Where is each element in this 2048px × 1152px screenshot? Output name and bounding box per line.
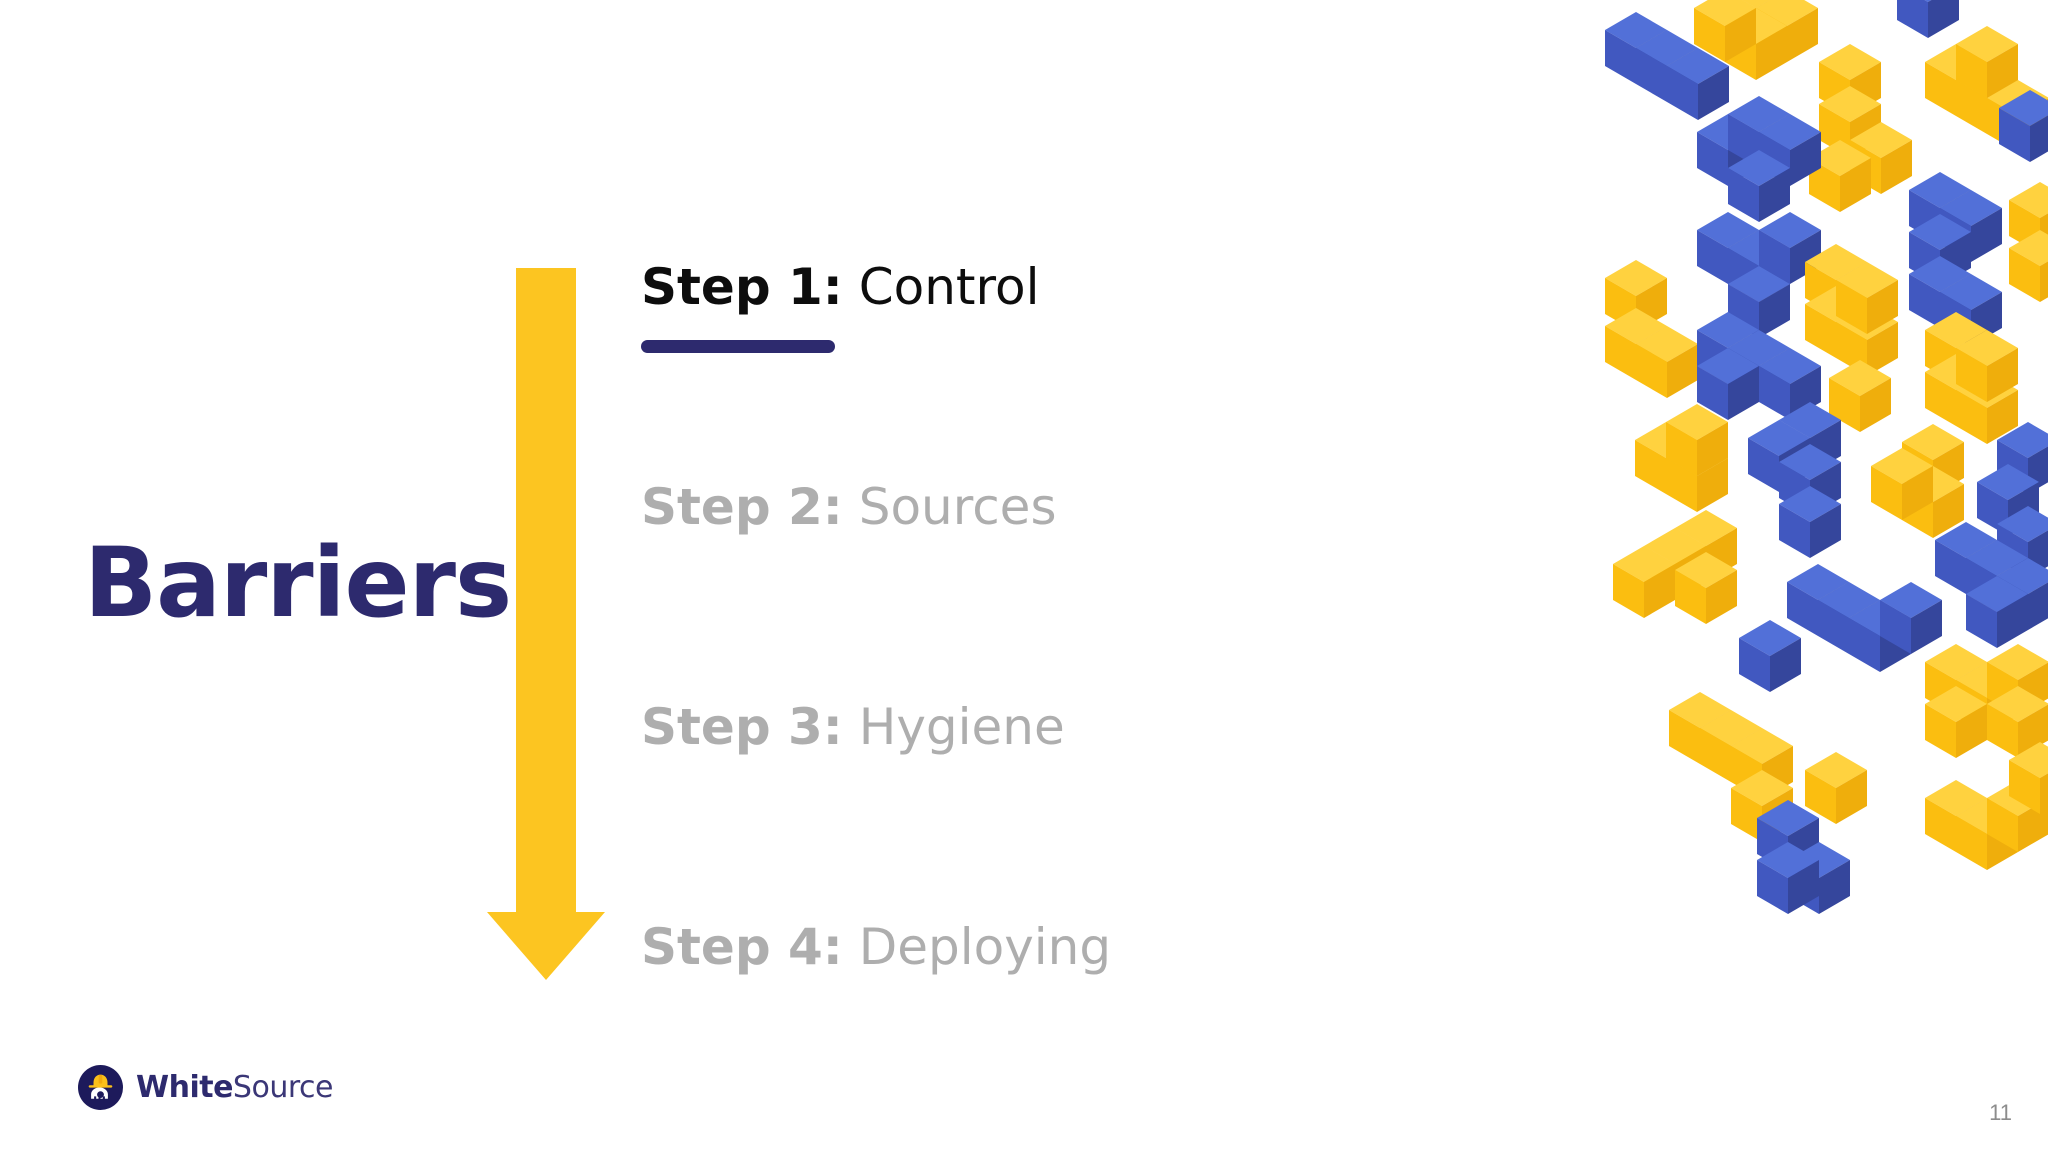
step-3-label: Step 3: (641, 698, 843, 756)
page-title: Barriers (84, 527, 512, 639)
step-1-active-underline (641, 340, 835, 353)
logo-text-source: Source (232, 1069, 334, 1105)
step-item-3[interactable]: Step 3: Hygiene (641, 696, 1401, 916)
step-item-4[interactable]: Step 4: Deploying (641, 916, 1401, 978)
step-3-line: Step 3: Hygiene (641, 696, 1401, 758)
step-1-name: Control (858, 258, 1040, 316)
whitesource-logo: WhiteSource (78, 1065, 333, 1110)
step-2-line: Step 2: Sources (641, 476, 1401, 538)
step-3-name: Hygiene (858, 698, 1065, 756)
hardhat-gear-icon (78, 1065, 123, 1110)
isometric-blocks-pattern (1588, 0, 2048, 960)
step-1-line: Step 1: Control (641, 256, 1401, 318)
page-number: 11 (1989, 1100, 2012, 1125)
logo-wordmark: WhiteSource (136, 1069, 334, 1105)
step-item-1[interactable]: Step 1: Control (641, 256, 1401, 476)
step-item-2[interactable]: Step 2: Sources (641, 476, 1401, 696)
step-4-name: Deploying (858, 918, 1112, 976)
steps-list: Step 1: Control Step 2: Sources Step 3: … (641, 256, 1401, 978)
step-2-name: Sources (858, 478, 1057, 536)
logo-text-white: White (136, 1069, 233, 1105)
step-4-label: Step 4: (641, 918, 843, 976)
step-4-line: Step 4: Deploying (641, 916, 1401, 978)
step-2-label: Step 2: (641, 478, 843, 536)
step-1-label: Step 1: (641, 258, 843, 316)
down-arrow-icon (480, 268, 610, 983)
